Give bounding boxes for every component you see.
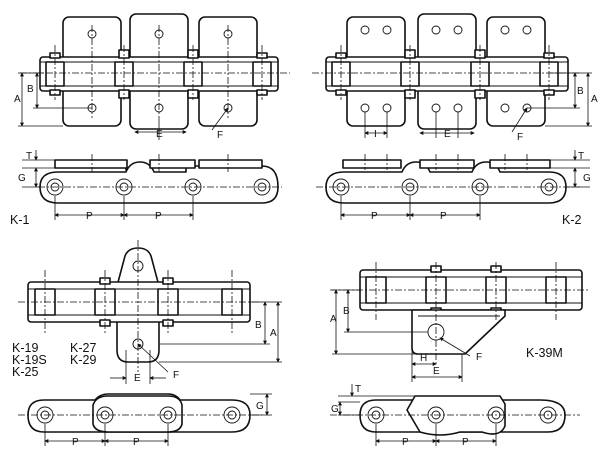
- k1-dim-p2: P: [155, 211, 162, 222]
- k1-dim-p1: P: [86, 211, 93, 222]
- k39m-dim-g: G: [331, 404, 339, 415]
- k39m-label: K-39M: [526, 346, 563, 360]
- k2-dim-a: A: [591, 94, 598, 105]
- k19s-label: K-19S: [12, 353, 47, 367]
- k2-dim-p2: P: [440, 211, 447, 222]
- k19-dim-p2: P: [133, 437, 140, 448]
- k2-dim-f: F: [517, 132, 523, 143]
- k19-side-view: [18, 393, 272, 446]
- k39m-dim-h: H: [420, 353, 427, 364]
- k19-top-view: [18, 240, 282, 384]
- k2-dim-e: E: [444, 129, 451, 140]
- k19-label: K-19: [12, 341, 38, 355]
- k39m-dim-p1: P: [402, 437, 409, 448]
- k19-dim-g: G: [256, 401, 264, 412]
- k2-label: K-2: [562, 213, 582, 227]
- k1-side-view: [22, 150, 282, 220]
- k19-dim-b: B: [255, 320, 262, 331]
- k27-label: K-27: [70, 341, 96, 355]
- k2-dim-i: I: [374, 129, 377, 140]
- k1-dim-t: T: [26, 151, 32, 162]
- k1-top-view: [18, 13, 290, 140]
- k2-side-view: [316, 150, 590, 220]
- k19-dim-e: E: [134, 373, 141, 384]
- k39m-dim-p2: P: [462, 437, 469, 448]
- k39m-dim-f: F: [476, 352, 482, 363]
- k1-dim-b: B: [27, 84, 34, 95]
- k19-dim-f: F: [173, 370, 179, 381]
- k39m-dim-t: T: [355, 384, 361, 395]
- k39m-dim-b: B: [343, 306, 350, 317]
- k29-label: K-29: [70, 353, 96, 367]
- k2-dim-p1: P: [371, 211, 378, 222]
- k2-dim-g: G: [583, 173, 591, 184]
- k1-dim-a: A: [14, 94, 21, 105]
- k1-dim-f: F: [217, 130, 223, 141]
- k39m-dim-e: E: [433, 366, 440, 377]
- k25-label: K-25: [12, 365, 38, 379]
- k19-dim-p1: P: [72, 437, 79, 448]
- k19-dim-a: A: [270, 328, 277, 339]
- k39m-dim-a: A: [330, 314, 337, 325]
- k1-dim-e: E: [156, 129, 163, 140]
- k2-top-view: [312, 13, 592, 138]
- k39m-top-view: [330, 262, 590, 382]
- k1-dim-g: G: [18, 173, 26, 184]
- k1-label: K-1: [10, 213, 30, 227]
- k2-dim-b: B: [577, 86, 584, 97]
- k2-dim-t: T: [578, 151, 584, 162]
- k39m-side-view: [330, 384, 580, 446]
